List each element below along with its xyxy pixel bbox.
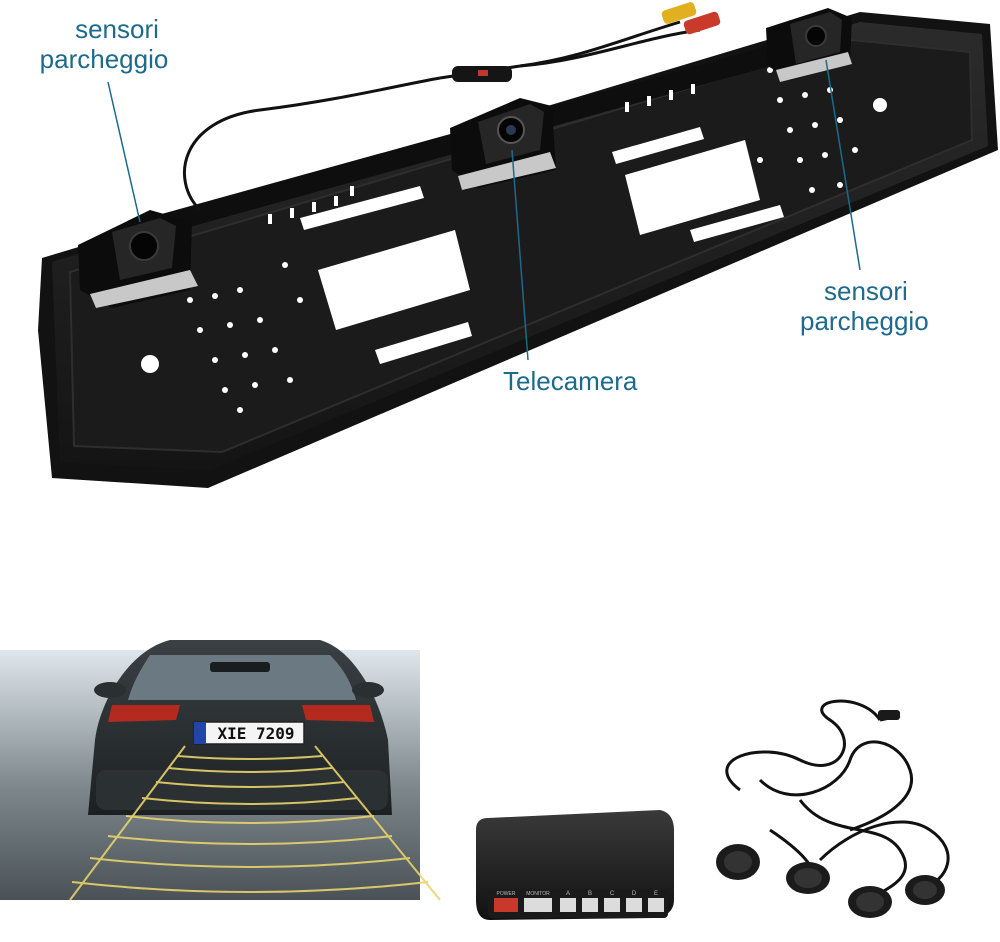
monitor-port (524, 898, 552, 912)
rca-plugs (661, 2, 721, 35)
parking-guide-lines (69, 745, 441, 901)
frame-holes (141, 67, 887, 413)
svg-text:A: A (566, 891, 570, 897)
ultrasonic-sensors (716, 844, 945, 918)
label-camera: Telecamera (503, 366, 638, 396)
license-plate-frame (38, 2, 998, 488)
svg-text:POWER: POWER (497, 891, 516, 897)
control-box: POWER MONITOR A B C D E (476, 810, 674, 920)
label-sensors-top-left: sensori parcheggio (40, 14, 172, 74)
sensor-kit (716, 699, 950, 918)
power-port (494, 898, 518, 912)
svg-text:C: C (610, 891, 615, 897)
label-sensors-top-left-line1: sensori (75, 14, 159, 44)
frame-cutouts (300, 127, 784, 364)
label-sensors-right-line2: parcheggio (800, 306, 929, 336)
car-rear-view: XIE 7209 (0, 640, 441, 901)
right-parking-sensor (766, 8, 852, 82)
label-sensors-right-line1: sensori (824, 276, 908, 306)
svg-text:MONITOR: MONITOR (526, 891, 550, 897)
svg-text:E: E (654, 891, 658, 897)
left-parking-sensor (78, 210, 198, 308)
center-camera (450, 98, 556, 190)
svg-text:D: D (632, 891, 637, 897)
car-plate-text: XIE 7209 (217, 724, 294, 743)
annotation-lines (107, 59, 861, 361)
rail-slots (268, 84, 695, 224)
label-sensors-top-left-line2: parcheggio (39, 44, 169, 74)
label-sensors-right: sensori parcheggio (800, 276, 929, 336)
svg-text:B: B (588, 891, 592, 897)
